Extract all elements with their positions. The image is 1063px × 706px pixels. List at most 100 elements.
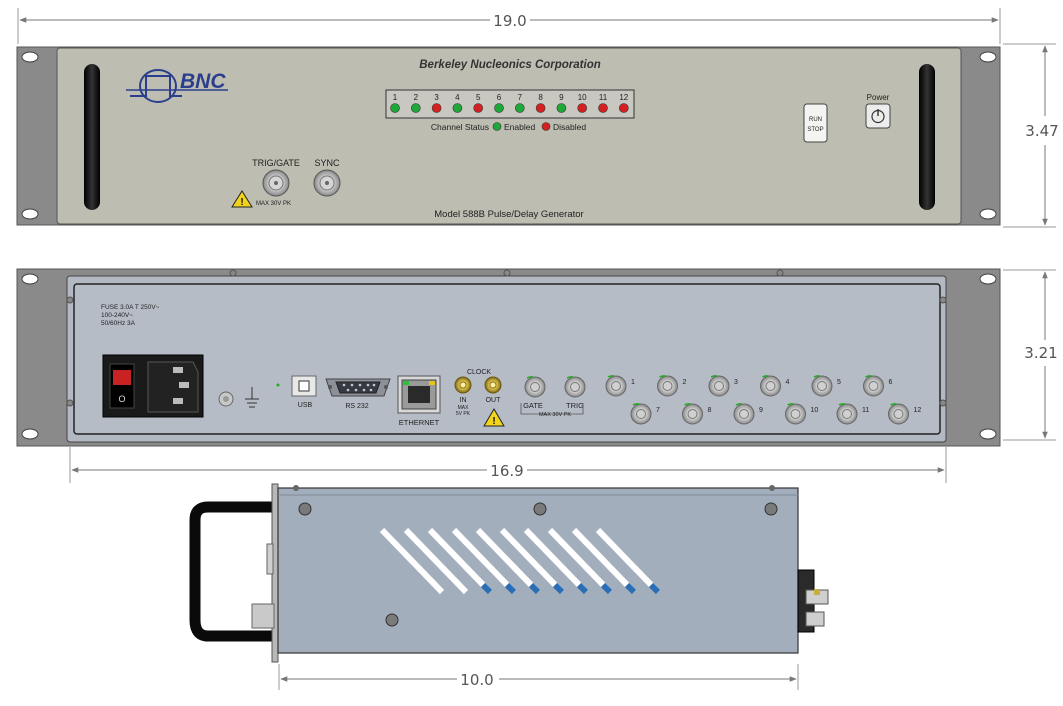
disabled-label: Disabled bbox=[553, 122, 586, 132]
output-2-connector[interactable] bbox=[657, 375, 678, 397]
clock-out-label: OUT bbox=[486, 397, 502, 404]
warning-icon: ! bbox=[231, 190, 253, 208]
output-label: 2 bbox=[683, 379, 687, 386]
channel-number: 8 bbox=[538, 93, 543, 102]
channel-number: 11 bbox=[599, 93, 608, 102]
channel-led-7 bbox=[514, 103, 525, 113]
output-6-connector[interactable] bbox=[863, 375, 884, 397]
channel-led-9 bbox=[556, 103, 567, 113]
output-label: 8 bbox=[708, 407, 712, 414]
trig-connector[interactable] bbox=[564, 376, 586, 398]
channel-led-strip bbox=[385, 89, 635, 119]
side-handle bbox=[189, 501, 276, 642]
power-switch[interactable] bbox=[113, 370, 131, 385]
output-label: 1 bbox=[631, 379, 635, 386]
rear-face bbox=[73, 283, 941, 435]
vent-slots bbox=[379, 527, 661, 595]
gate-connector[interactable] bbox=[524, 376, 546, 398]
clock-max-line-2: 5V PK bbox=[456, 411, 471, 417]
channel-led-5 bbox=[473, 103, 484, 113]
disabled-legend-dot bbox=[541, 122, 551, 131]
output-11-connector[interactable] bbox=[836, 403, 858, 425]
usb-label: USB bbox=[298, 402, 313, 409]
ethernet-label: ETHERNET bbox=[399, 418, 440, 427]
model-label: Model 588B Pulse/Delay Generator bbox=[434, 209, 583, 220]
vent-slot bbox=[523, 527, 589, 595]
output-10-connector[interactable] bbox=[785, 403, 806, 425]
clock-in-label: IN bbox=[460, 397, 467, 404]
output-label: 7 bbox=[656, 407, 660, 414]
channel-led-4 bbox=[452, 103, 463, 113]
ground-icon bbox=[245, 387, 259, 408]
channel-led-8 bbox=[535, 103, 546, 113]
clock-label: CLOCK bbox=[467, 369, 491, 376]
channel-led-3 bbox=[431, 103, 442, 113]
depth-value: 10.0 bbox=[460, 671, 493, 689]
right-handle bbox=[919, 64, 935, 210]
output-7-connector[interactable] bbox=[630, 403, 652, 425]
power-button[interactable] bbox=[865, 103, 891, 129]
company-name: Berkeley Nucleonics Corporation bbox=[419, 59, 601, 71]
stop-label: STOP bbox=[807, 127, 823, 133]
power-entry-module[interactable]: O bbox=[102, 354, 204, 418]
vent-slot bbox=[547, 527, 613, 595]
channel-legend: Channel Status Enabled Disabled bbox=[431, 122, 586, 132]
ethernet-port[interactable] bbox=[397, 375, 441, 414]
vent-slot bbox=[499, 527, 565, 595]
front-height-value: 3.47 bbox=[1025, 122, 1058, 140]
svg-text:!: ! bbox=[240, 197, 243, 208]
rear-height-value: 3.21 bbox=[1024, 344, 1057, 362]
output-label: 5 bbox=[837, 379, 841, 386]
vent-slot bbox=[595, 527, 661, 595]
side-view bbox=[189, 483, 829, 663]
enabled-label: Enabled bbox=[504, 122, 535, 132]
output-3-connector[interactable] bbox=[708, 375, 730, 397]
output-5-connector[interactable] bbox=[811, 375, 833, 397]
vent-slot bbox=[571, 527, 637, 595]
channel-number: 2 bbox=[414, 93, 419, 102]
enabled-legend-dot bbox=[492, 122, 502, 131]
output-label: 3 bbox=[734, 379, 738, 386]
power-label: Power bbox=[867, 93, 890, 102]
channel-led-6 bbox=[494, 103, 504, 113]
run-stop-button[interactable]: RUN STOP bbox=[803, 103, 828, 143]
output-8-connector[interactable] bbox=[682, 403, 703, 425]
output-4-connector[interactable] bbox=[760, 375, 781, 397]
svg-text:O: O bbox=[118, 394, 125, 404]
usb-port[interactable] bbox=[291, 375, 317, 397]
trig-label: TRIG bbox=[566, 401, 584, 410]
output-12-connector[interactable] bbox=[888, 403, 909, 425]
vent-slot bbox=[379, 527, 445, 595]
vent-slot bbox=[475, 527, 541, 595]
clock-out-connector[interactable] bbox=[484, 376, 502, 394]
output-label: 9 bbox=[759, 407, 763, 414]
channel-led-12 bbox=[618, 103, 629, 113]
output-1-connector[interactable] bbox=[605, 375, 627, 397]
vent-slot bbox=[427, 527, 493, 595]
front-height-dimension: 3.47 bbox=[1003, 43, 1059, 228]
rear-width-value: 16.9 bbox=[490, 462, 523, 480]
output-label: 12 bbox=[914, 407, 922, 414]
output-label: 4 bbox=[786, 379, 790, 386]
channel-number: 12 bbox=[619, 93, 628, 102]
channel-status-label: Channel Status bbox=[431, 122, 489, 132]
vent-slot bbox=[451, 527, 517, 595]
channel-led-2 bbox=[410, 103, 421, 113]
fuse-line-3: 50/60Hz 3A bbox=[101, 320, 136, 327]
clock-max-line-1: MAX bbox=[458, 405, 470, 411]
depth-dimension: 10.0 bbox=[278, 664, 799, 690]
channel-number: 3 bbox=[434, 93, 439, 102]
sync-connector[interactable] bbox=[313, 169, 341, 197]
trig-gate-connector[interactable] bbox=[262, 169, 290, 197]
channel-number: 1 bbox=[393, 93, 398, 102]
clock-in-connector[interactable] bbox=[454, 376, 472, 394]
sync-label: SYNC bbox=[314, 158, 340, 168]
bnc-logo: BNC bbox=[126, 69, 228, 103]
output-9-connector[interactable] bbox=[733, 403, 755, 425]
rs232-port[interactable] bbox=[325, 378, 391, 397]
